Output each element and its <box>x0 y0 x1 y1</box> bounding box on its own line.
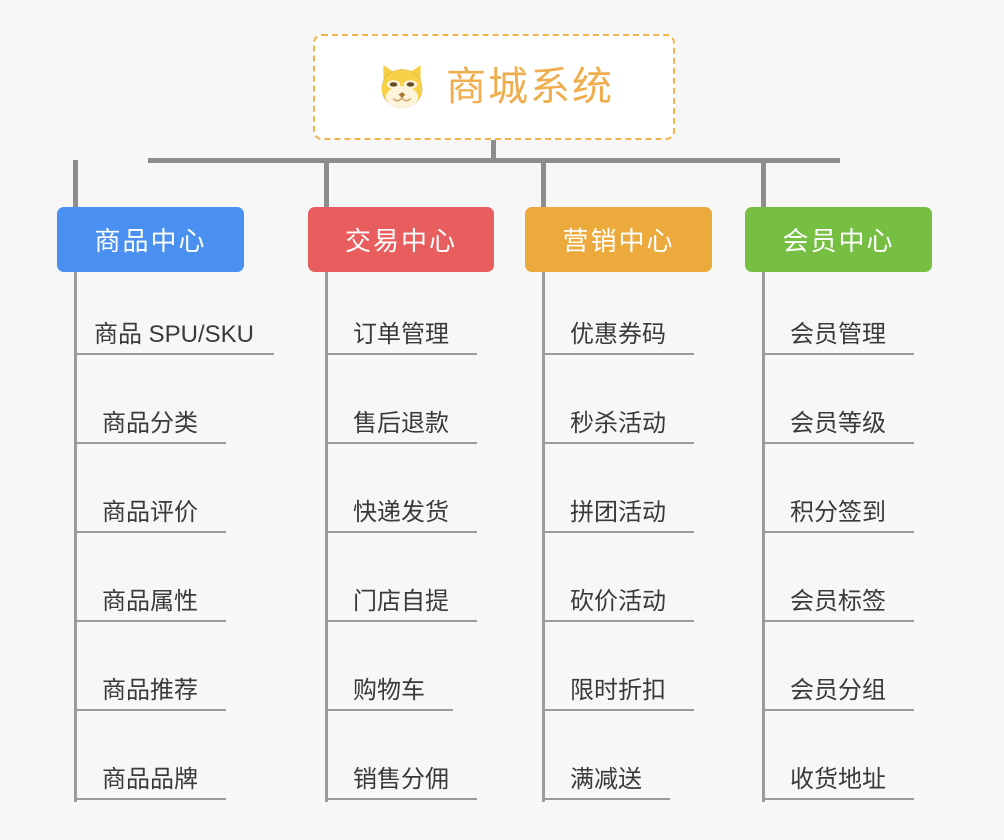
category-label: 营销中心 <box>562 226 675 256</box>
leaf-item-label: 订单管理 <box>353 321 449 348</box>
leaf-item-rule <box>74 798 226 800</box>
leaf-item-rule <box>325 709 453 711</box>
leaf-item-rule <box>325 353 477 355</box>
root-node-title: 商城系统 <box>446 65 614 109</box>
leaf-item-rule <box>762 709 914 711</box>
leaf-item-label: 商品分类 <box>102 410 198 437</box>
category-label: 会员中心 <box>782 226 895 256</box>
leaf-item-label: 积分签到 <box>790 499 886 526</box>
leaf-item-rule <box>542 442 694 444</box>
leaf-item-rule <box>542 709 694 711</box>
connector-drop-2 <box>324 160 329 208</box>
leaf-item-label: 快递发货 <box>353 499 449 526</box>
leaf-item-rule <box>762 353 914 355</box>
connector-root-stem <box>491 140 496 161</box>
leaf-item-rule <box>542 620 694 622</box>
leaf-item-rule <box>74 620 226 622</box>
leaf-item-rule <box>542 353 694 355</box>
leaf-item-rule <box>325 620 477 622</box>
category-box-3[interactable]: 营销中心 <box>525 207 712 272</box>
leaf-item-label: 商品品牌 <box>102 766 198 793</box>
leaf-item-rule <box>762 442 914 444</box>
category-label: 交易中心 <box>344 226 457 256</box>
leaf-item-label: 商品属性 <box>102 588 198 615</box>
root-node-content: 商城系统 <box>374 60 614 114</box>
leaf-item-label: 会员等级 <box>790 410 886 437</box>
leaf-item-rule <box>762 798 914 800</box>
leaf-item-label: 砍价活动 <box>570 588 666 615</box>
leaf-item-rule <box>325 531 477 533</box>
leaf-item-label: 秒杀活动 <box>570 410 666 437</box>
leaf-item-label: 满减送 <box>570 766 642 793</box>
category-box-2[interactable]: 交易中心 <box>308 207 494 272</box>
leaf-item-label: 限时折扣 <box>570 677 666 704</box>
leaf-item-label: 商品评价 <box>102 499 198 526</box>
leaf-item-label: 购物车 <box>353 677 425 704</box>
connector-drop-4 <box>761 160 766 208</box>
leaf-item-label: 会员分组 <box>790 677 886 704</box>
category-box-1[interactable]: 商品中心 <box>57 207 244 272</box>
leaf-column-spine <box>74 272 77 802</box>
leaf-item-rule <box>325 798 477 800</box>
leaf-item-label: 商品 SPU/SKU <box>93 321 255 348</box>
category-box-4[interactable]: 会员中心 <box>745 207 932 272</box>
leaf-column-spine <box>325 272 328 802</box>
connector-drop-3 <box>541 160 546 208</box>
leaf-item-rule <box>762 531 914 533</box>
connector-horizontal-bus <box>148 158 840 163</box>
leaf-item-label: 拼团活动 <box>570 499 666 526</box>
leaf-item-label: 会员标签 <box>790 588 886 615</box>
leaf-item-rule <box>74 353 274 355</box>
leaf-item-label: 会员管理 <box>790 321 886 348</box>
leaf-item-rule <box>74 442 226 444</box>
leaf-item-label: 优惠券码 <box>570 321 666 348</box>
leaf-item-rule <box>542 531 694 533</box>
leaf-item-rule <box>74 709 226 711</box>
shiba-dog-face-icon <box>374 60 430 114</box>
leaf-item-label: 商品推荐 <box>102 677 198 704</box>
leaf-item-rule <box>325 442 477 444</box>
leaf-column-spine <box>762 272 765 802</box>
connector-drop-1 <box>73 160 78 208</box>
root-node-shop-system[interactable]: 商城系统 <box>313 34 675 140</box>
leaf-item-rule <box>542 798 670 800</box>
leaf-column-spine <box>542 272 545 802</box>
category-label: 商品中心 <box>94 226 207 256</box>
leaf-item-label: 销售分佣 <box>353 766 449 793</box>
leaf-item-label: 门店自提 <box>353 588 449 615</box>
leaf-item-label: 售后退款 <box>353 410 449 437</box>
leaf-item-rule <box>762 620 914 622</box>
leaf-item-rule <box>74 531 226 533</box>
leaf-item-label: 收货地址 <box>790 766 886 793</box>
